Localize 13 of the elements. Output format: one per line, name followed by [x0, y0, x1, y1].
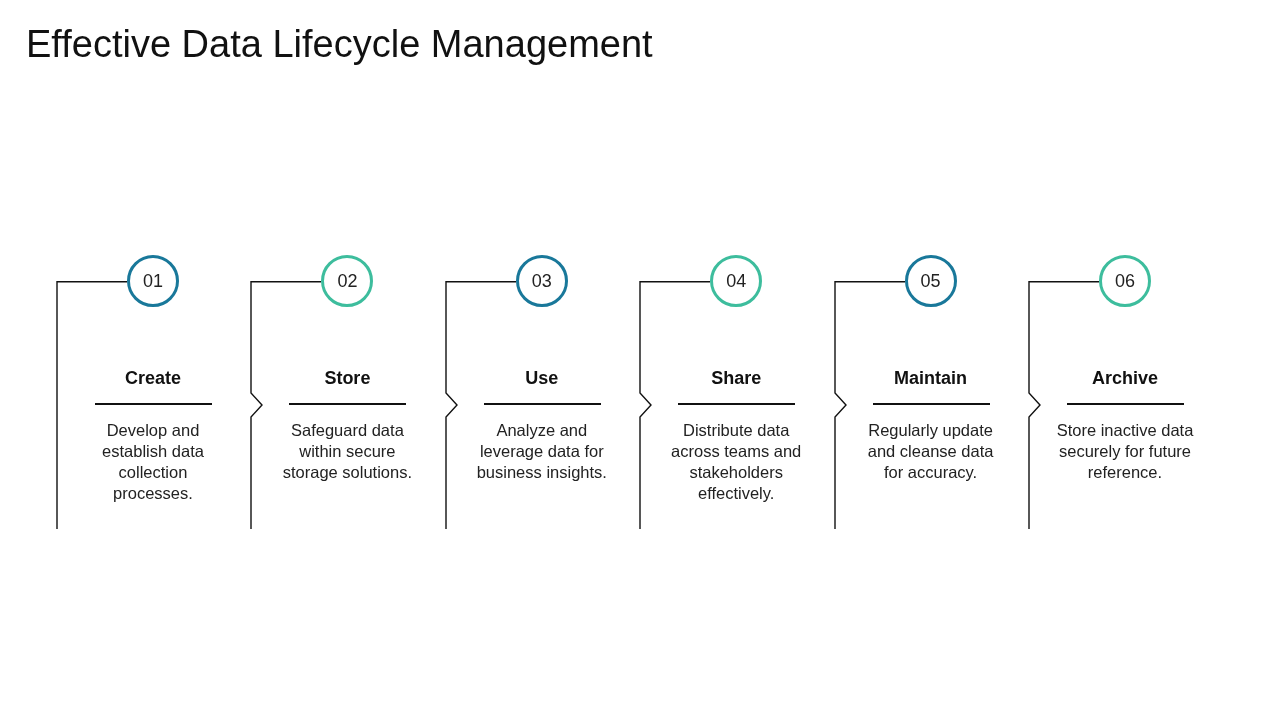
step-title: Archive — [1090, 367, 1159, 390]
step-title: Maintain — [893, 367, 969, 390]
step-title: Share — [710, 367, 763, 390]
step-title: Use — [524, 367, 560, 390]
step-title: Create — [124, 367, 182, 390]
step-description: Safeguard data within secure storage solutions. — [281, 420, 414, 483]
step-description: Develop and establish data collection processes. — [101, 420, 205, 504]
step-description: Distribute data across teams and stakeholders effectively. — [670, 420, 803, 504]
step-description: Store inactive data securely for future reference. — [1055, 420, 1195, 483]
page-title: Effective Data Lifecycle Management — [26, 22, 653, 67]
step-description: Analyze and leverage data for business insights. — [475, 420, 608, 483]
step-title: Store — [323, 367, 372, 390]
step-description: Regularly update and cleanse data for accuracy. — [866, 420, 995, 483]
